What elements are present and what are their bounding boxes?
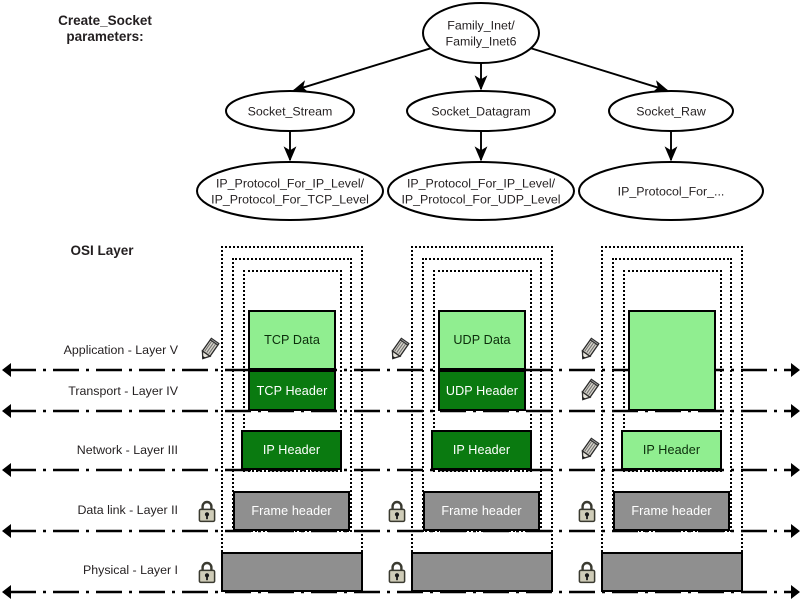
osi-layer-title: OSI Layer	[70, 243, 134, 258]
osi-label-layer-i: Physical - Layer I	[82, 563, 178, 577]
block-physical[interactable]	[411, 552, 553, 592]
pencil-icon	[578, 437, 600, 463]
block-ip-header[interactable]: IP Header	[241, 430, 342, 470]
lock-icon	[386, 559, 408, 585]
block-raw-data[interactable]	[628, 310, 716, 411]
lock-icon	[386, 498, 408, 524]
encapsulation-box-3	[243, 270, 342, 472]
block-label: Frame header	[441, 504, 522, 518]
lock-icon	[576, 559, 598, 585]
block-label: Frame header	[251, 504, 332, 518]
osi-label-layer-v: Application - Layer V	[63, 343, 178, 357]
block-tcp-header[interactable]: TCP Header	[248, 370, 336, 411]
create-socket-title: Create_Socket parameters:	[40, 13, 170, 45]
pencil-icon	[578, 337, 600, 363]
osi-label-layer-iii: Network - Layer III	[76, 443, 178, 457]
block-physical[interactable]	[221, 552, 363, 592]
block-frame-header[interactable]: Frame header	[233, 491, 350, 531]
block-label: IP Header	[452, 443, 511, 457]
lock-icon	[576, 498, 598, 524]
block-udp-data[interactable]: UDP Data	[438, 310, 526, 370]
block-label: TCP Header	[256, 383, 328, 398]
block-tcp-data[interactable]: TCP Data	[248, 310, 336, 370]
block-udp-header[interactable]: UDP Header	[438, 370, 526, 411]
block-label: UDP Data	[453, 333, 511, 347]
encapsulation-box-3	[433, 270, 532, 472]
pencil-icon	[578, 378, 600, 404]
osi-label-layer-ii: Data link - Layer II	[77, 503, 178, 517]
encapsulation-box-2	[232, 258, 352, 532]
create-socket-title-line2: parameters:	[66, 29, 144, 44]
encapsulation-box-2	[422, 258, 542, 532]
lock-icon	[196, 559, 218, 585]
osi-label-layer-iv: Transport - Layer IV	[68, 384, 178, 398]
block-ip-header[interactable]: IP Header	[431, 430, 532, 470]
encapsulation-box-2	[612, 258, 732, 532]
block-label: UDP Header	[445, 383, 519, 398]
block-physical[interactable]	[601, 552, 743, 592]
osi-line-layer-iv	[2, 404, 800, 418]
pencil-icon	[198, 337, 220, 363]
block-label: IP Header	[262, 443, 321, 457]
encapsulation-box-3	[623, 270, 722, 472]
block-label: Frame header	[631, 504, 712, 518]
lock-icon	[196, 498, 218, 524]
pencil-icon	[388, 337, 410, 363]
block-label: TCP Data	[264, 333, 320, 347]
create-socket-title-line1: Create_Socket	[58, 13, 152, 28]
block-frame-header[interactable]: Frame header	[613, 491, 730, 531]
block-ip-header[interactable]: IP Header	[621, 430, 722, 470]
block-label: IP Header	[642, 443, 701, 457]
osi-line-layer-i	[2, 585, 800, 599]
block-frame-header[interactable]: Frame header	[423, 491, 540, 531]
